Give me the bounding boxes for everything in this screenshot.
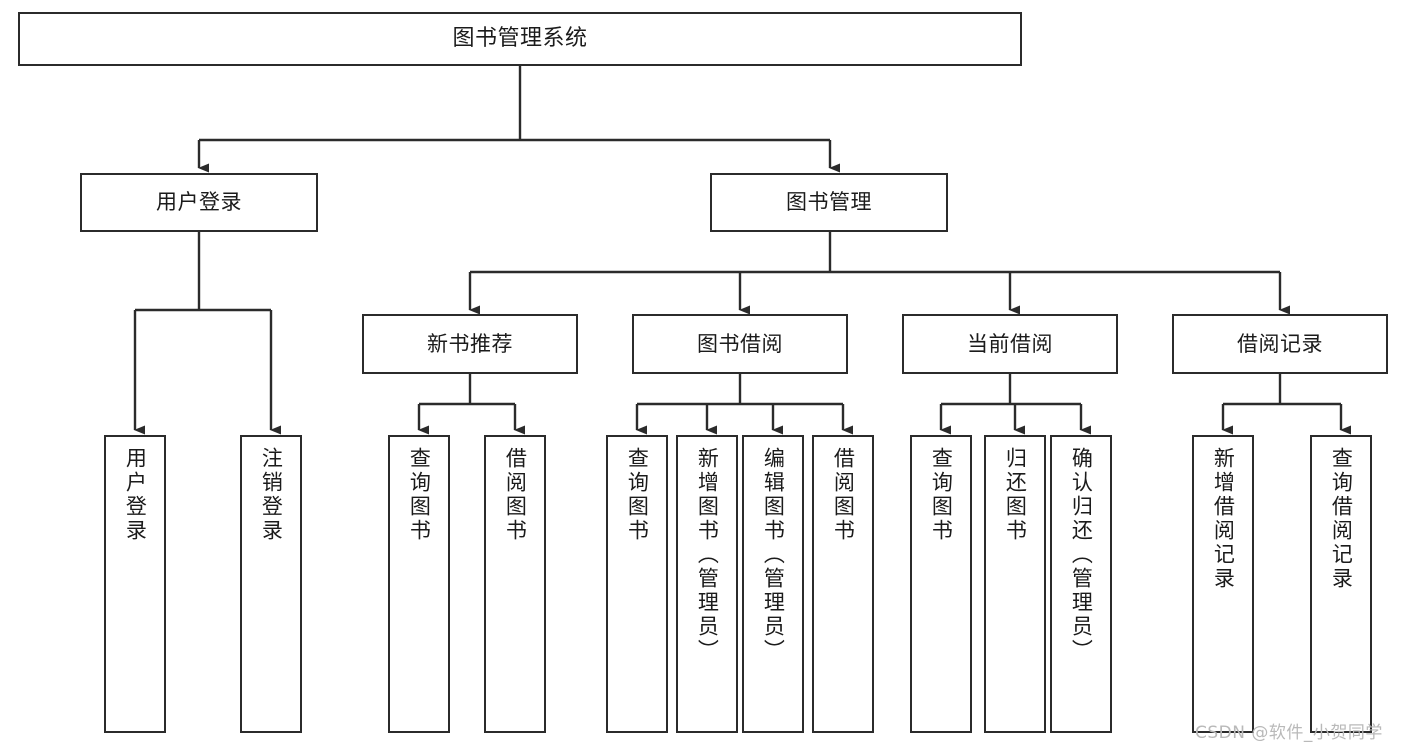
node-leaf-add-book-admin-label: 新增图书（管理员） bbox=[695, 447, 720, 663]
node-book-borrow[interactable]: 图书借阅 bbox=[632, 314, 848, 374]
node-leaf-borrow-book-2-label: 借阅图书 bbox=[831, 447, 856, 543]
node-leaf-edit-book-admin[interactable]: 编辑图书（管理员） bbox=[742, 435, 804, 733]
node-leaf-add-borrow-record[interactable]: 新增借阅记录 bbox=[1192, 435, 1254, 733]
node-leaf-query-book-2[interactable]: 查询图书 bbox=[606, 435, 668, 733]
node-leaf-confirm-return-admin-label: 确认归还（管理员） bbox=[1069, 447, 1094, 663]
node-current-borrow[interactable]: 当前借阅 bbox=[902, 314, 1118, 374]
node-book-manage-label: 图书管理 bbox=[786, 190, 872, 214]
node-root-label: 图书管理系统 bbox=[452, 26, 588, 51]
watermark-text: CSDN @软件_小贺同学 bbox=[1195, 723, 1383, 743]
node-leaf-borrow-book-1-label: 借阅图书 bbox=[503, 447, 528, 543]
node-leaf-return-book[interactable]: 归还图书 bbox=[984, 435, 1046, 733]
node-leaf-confirm-return-admin[interactable]: 确认归还（管理员） bbox=[1050, 435, 1112, 733]
node-leaf-query-book-2-label: 查询图书 bbox=[625, 447, 650, 543]
node-leaf-borrow-book-1[interactable]: 借阅图书 bbox=[484, 435, 546, 733]
node-user-login[interactable]: 用户登录 bbox=[80, 173, 318, 232]
node-borrow-record-label: 借阅记录 bbox=[1237, 331, 1323, 356]
node-leaf-query-book-3-label: 查询图书 bbox=[929, 447, 954, 543]
node-leaf-edit-book-admin-label: 编辑图书（管理员） bbox=[761, 447, 786, 663]
node-current-borrow-label: 当前借阅 bbox=[967, 331, 1053, 356]
watermark: CSDN @软件_小贺同学 bbox=[1195, 718, 1383, 743]
node-book-manage[interactable]: 图书管理 bbox=[710, 173, 948, 232]
node-leaf-add-borrow-record-label: 新增借阅记录 bbox=[1211, 447, 1236, 591]
node-leaf-return-book-label: 归还图书 bbox=[1003, 447, 1028, 543]
node-borrow-record[interactable]: 借阅记录 bbox=[1172, 314, 1388, 374]
node-leaf-user-login-label: 用户登录 bbox=[123, 447, 148, 543]
node-user-login-label: 用户登录 bbox=[156, 190, 242, 214]
node-leaf-borrow-book-2[interactable]: 借阅图书 bbox=[812, 435, 874, 733]
node-leaf-add-book-admin[interactable]: 新增图书（管理员） bbox=[676, 435, 738, 733]
node-book-borrow-label: 图书借阅 bbox=[697, 331, 783, 356]
node-new-book-recommend-label: 新书推荐 bbox=[427, 331, 513, 356]
node-leaf-query-book-1[interactable]: 查询图书 bbox=[388, 435, 450, 733]
node-leaf-user-logout-label: 注销登录 bbox=[259, 447, 284, 543]
node-root[interactable]: 图书管理系统 bbox=[18, 12, 1022, 66]
node-leaf-query-borrow-record[interactable]: 查询借阅记录 bbox=[1310, 435, 1372, 733]
node-leaf-query-book-1-label: 查询图书 bbox=[407, 447, 432, 543]
node-leaf-user-logout[interactable]: 注销登录 bbox=[240, 435, 302, 733]
node-leaf-user-login[interactable]: 用户登录 bbox=[104, 435, 166, 733]
node-leaf-query-book-3[interactable]: 查询图书 bbox=[910, 435, 972, 733]
node-leaf-query-borrow-record-label: 查询借阅记录 bbox=[1329, 447, 1354, 591]
node-new-book-recommend[interactable]: 新书推荐 bbox=[362, 314, 578, 374]
